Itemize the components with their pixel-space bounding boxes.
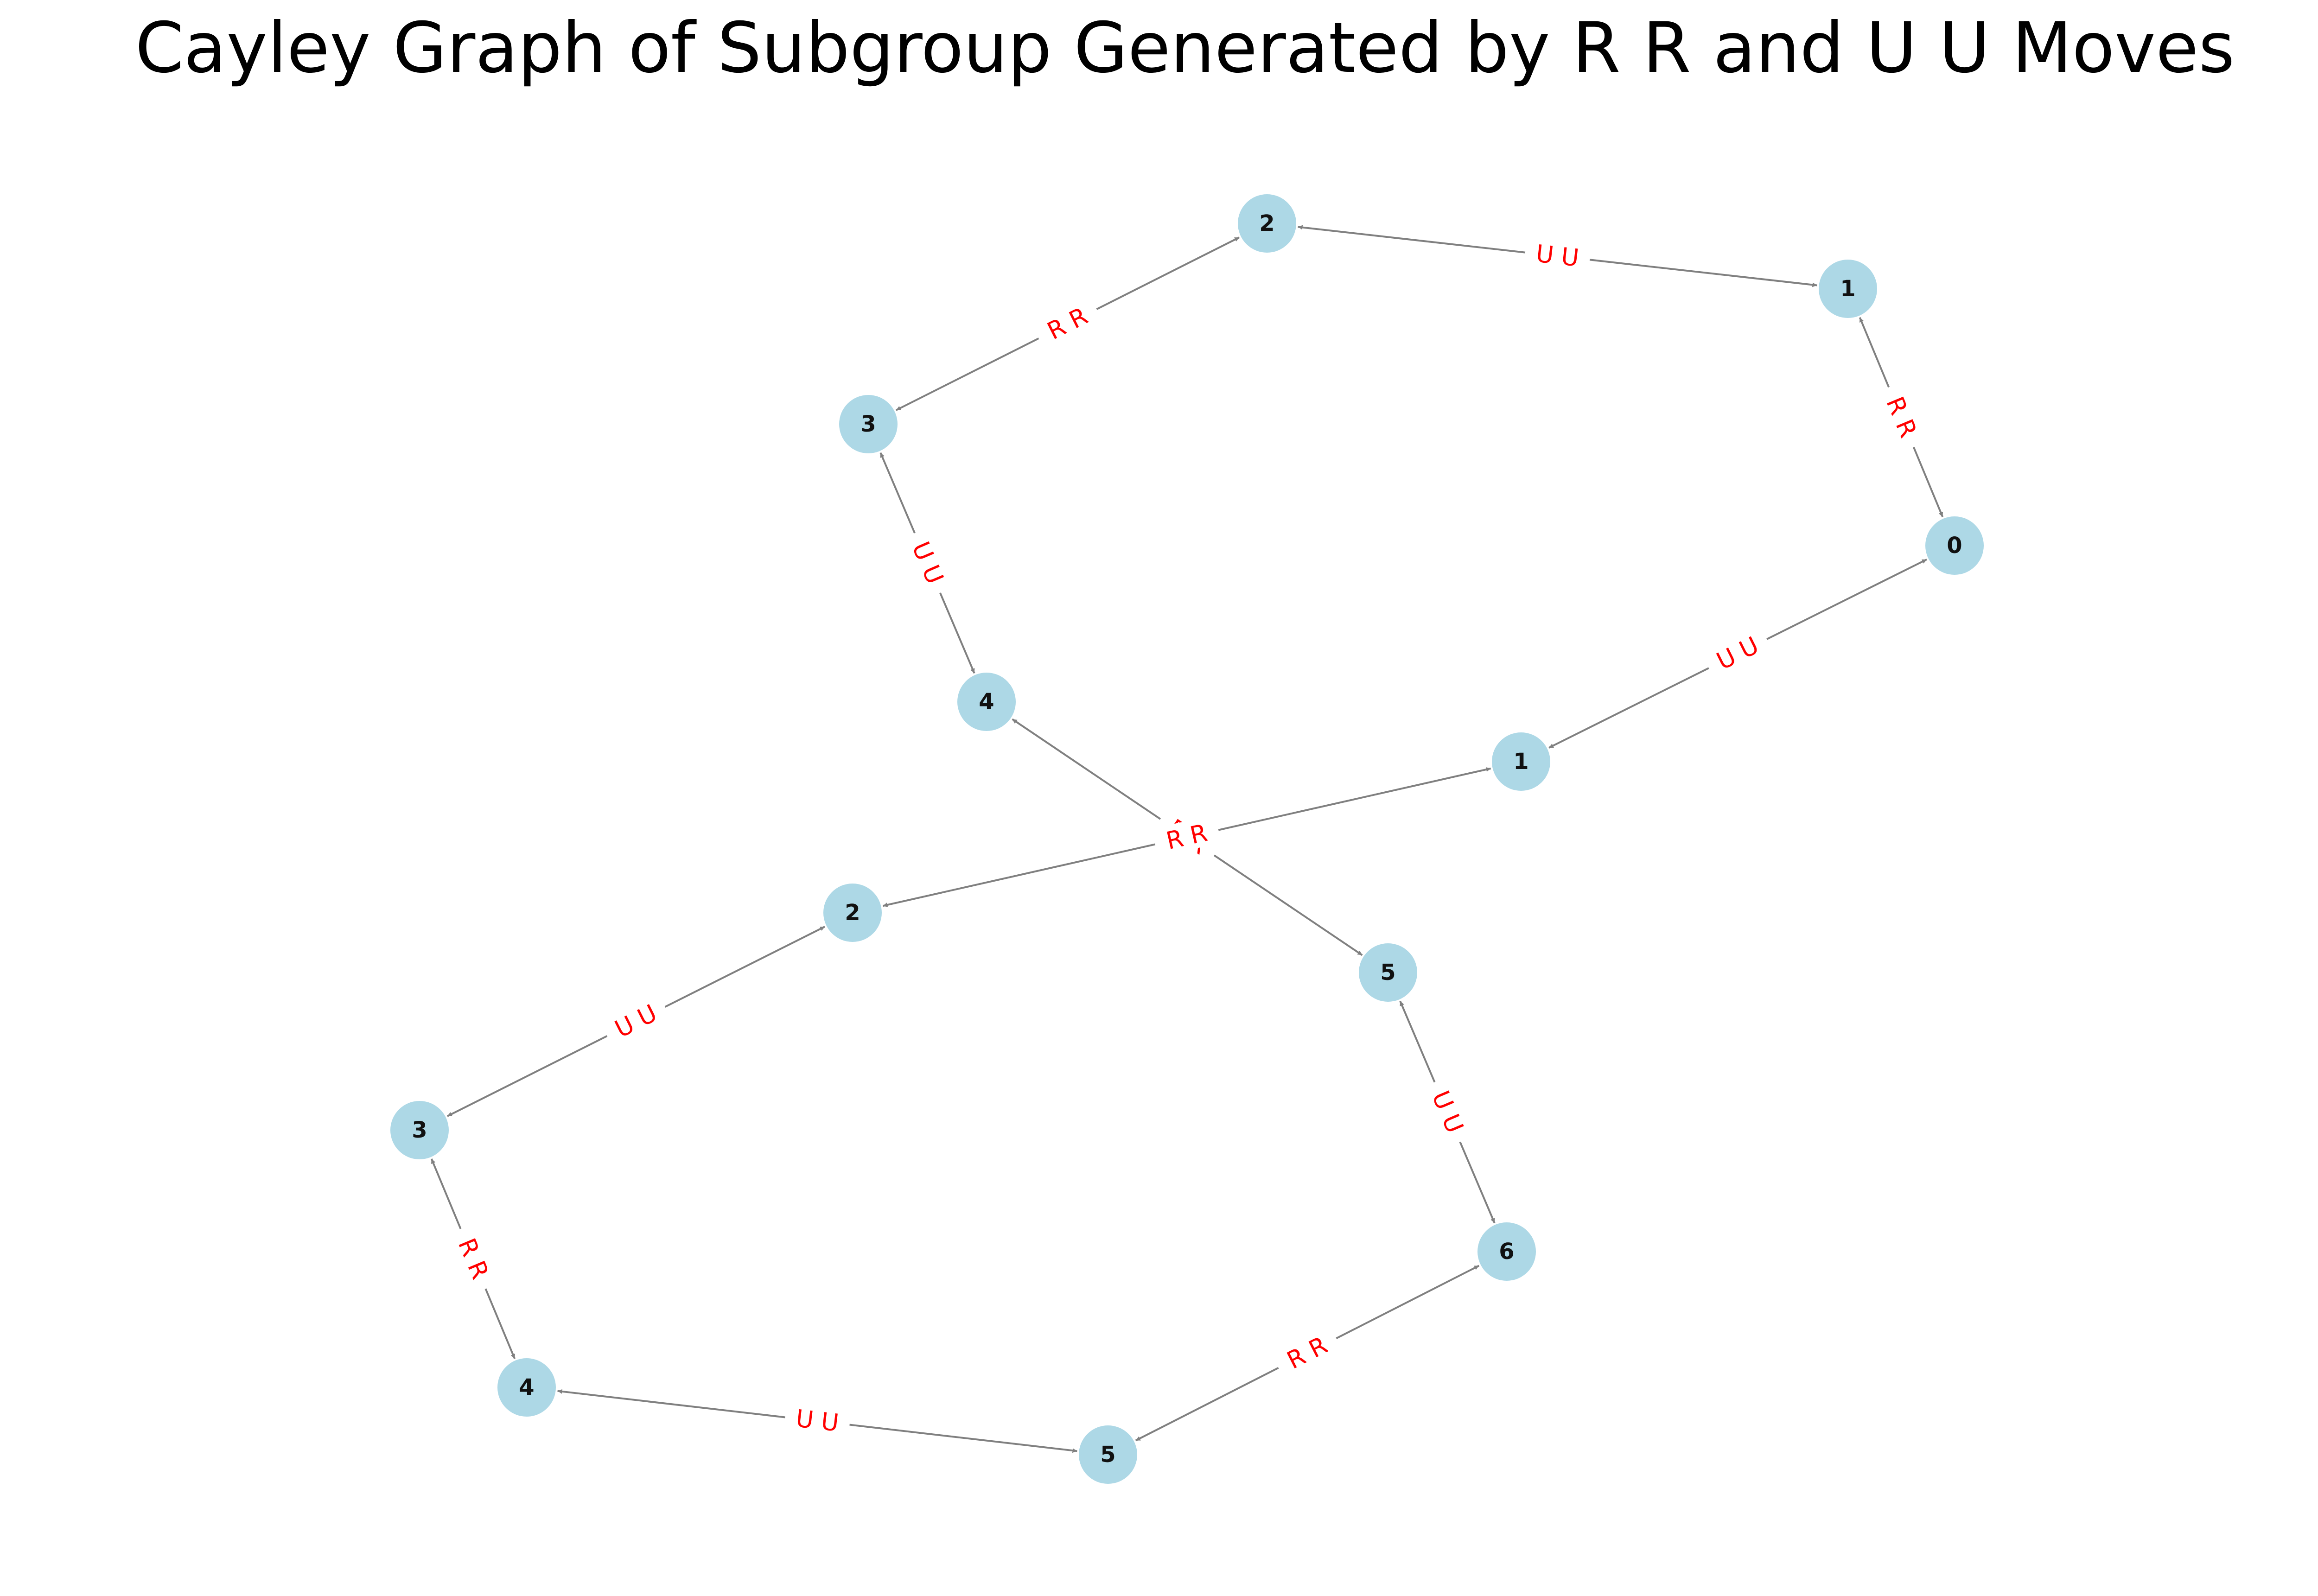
edge-label-group: R R: [1877, 381, 1929, 452]
edge-label-background: [1523, 236, 1592, 273]
node-label-mid-5: 5: [1380, 960, 1395, 986]
edge-label-group: U U: [783, 1401, 852, 1438]
edge-label: U U: [1535, 240, 1580, 273]
node-label-top-1: 1: [1840, 276, 1855, 302]
edge-label: U U: [795, 1405, 841, 1437]
edge-label-group: U U: [600, 992, 671, 1048]
edge-label-background: [448, 1222, 500, 1294]
node-bot-4: [497, 1358, 556, 1417]
node-label-bot-3: 3: [412, 1117, 427, 1143]
node-bot-3: [390, 1101, 449, 1159]
node-top-2: [1238, 194, 1296, 253]
node-label-mid-4: 4: [979, 689, 994, 715]
edge-label-background: [903, 527, 955, 598]
diagram-title: Cayley Graph of Subgroup Generated by R …: [135, 8, 2235, 89]
edge-label-group: R R: [1032, 295, 1103, 350]
node-mid-1: [1492, 732, 1550, 791]
node-top-0: [1925, 516, 1984, 575]
edge-label-background: [1422, 1076, 1475, 1147]
node-bot-5: [1079, 1425, 1137, 1484]
edge-label-background: [1152, 814, 1222, 857]
node-mid-4: [957, 673, 1016, 731]
nodes-layer: 2 1 3 0 4 1 2 5 3 6 4 5: [390, 194, 1984, 1484]
node-label-mid-2: 2: [845, 900, 860, 926]
edge-label-group: U U: [903, 527, 955, 598]
node-mid-5: [1359, 943, 1417, 1002]
node-top-1: [1819, 260, 1877, 318]
node-label-top-3: 3: [860, 411, 876, 437]
node-label-top-0: 0: [1947, 533, 1962, 559]
edge-label-background: [1271, 1324, 1343, 1380]
edge-label-background: [1877, 381, 1929, 452]
node-bot-6: [1477, 1222, 1536, 1281]
edge-label-background: [783, 1401, 852, 1438]
node-label-bot-5: 5: [1100, 1442, 1115, 1468]
node-top-3: [839, 395, 898, 453]
edge-labels-layer: U UR RR RU UU UR RR RU UU UR RR RU U: [448, 236, 1929, 1438]
edge-label-background: [600, 992, 671, 1048]
node-label-bot-4: 4: [519, 1374, 534, 1400]
edge-label-group: U U: [1701, 625, 1773, 680]
edge-label-background: [1701, 625, 1773, 680]
node-label-bot-6: 6: [1499, 1239, 1514, 1265]
edge-label-group: R R: [1271, 1324, 1343, 1380]
node-label-top-2: 2: [1259, 210, 1274, 236]
node-label-mid-1: 1: [1513, 749, 1528, 775]
edge-label-group: U U: [1523, 236, 1592, 273]
node-mid-2: [823, 884, 882, 942]
edge-label-group: U U: [1422, 1076, 1475, 1147]
edge-label-group: R R: [448, 1222, 500, 1294]
edge-label-background: [1032, 295, 1103, 350]
